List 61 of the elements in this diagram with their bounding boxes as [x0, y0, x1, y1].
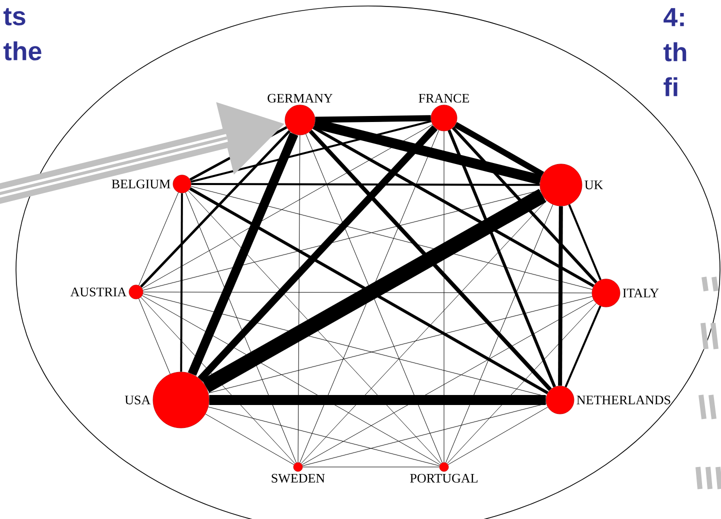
edge-line — [142, 292, 592, 294]
edge-line — [454, 122, 544, 178]
country-node: FRANCE — [418, 94, 469, 132]
node-label: NETHERLANDS — [576, 396, 670, 404]
edge-line — [564, 306, 602, 388]
edge-line — [568, 204, 602, 280]
edge-line — [191, 183, 540, 186]
edge-line — [300, 200, 547, 464]
edge-line — [138, 192, 179, 286]
edge-line — [208, 406, 440, 466]
edge-line — [190, 186, 592, 290]
edge-line — [142, 295, 440, 465]
edge-line — [558, 206, 563, 386]
heading-text: ts the — [4, 8, 42, 60]
edge-line — [198, 125, 438, 382]
node-label: GERMANY — [268, 94, 333, 103]
node-label: PORTUGAL — [410, 474, 478, 483]
edge-line — [185, 192, 296, 463]
edge-line — [209, 394, 546, 405]
node-label: AUSTRIA — [70, 288, 127, 296]
country-node: PORTUGAL — [410, 462, 478, 483]
edge-line — [188, 132, 298, 376]
edge-line — [180, 193, 183, 372]
node-label: ITALY — [622, 288, 659, 298]
country-node: UK — [540, 164, 604, 206]
country-node: BELGIUM — [112, 174, 192, 194]
edge-line — [308, 130, 552, 391]
node-label: BELGIUM — [112, 180, 170, 188]
edge-line — [142, 190, 541, 290]
edge-line — [190, 120, 432, 183]
edge-line — [142, 124, 433, 289]
node-label: UK — [584, 180, 604, 190]
edge-line — [448, 406, 548, 465]
edge-line — [142, 294, 546, 397]
edge-line — [302, 466, 440, 468]
country-node: AUSTRIA — [70, 284, 144, 300]
edge-line — [208, 296, 592, 394]
edge-line — [140, 297, 296, 464]
edge-line — [314, 118, 542, 185]
country-node: NETHERLANDS — [546, 386, 670, 414]
country-node: GERMANY — [268, 94, 333, 136]
edge-line — [298, 134, 300, 463]
country-node: ITALY — [592, 278, 659, 308]
edge-line — [446, 204, 554, 463]
edge-line — [452, 126, 598, 284]
node-label: FRANCE — [418, 94, 469, 103]
node-label: SWEDEN — [272, 474, 325, 483]
edge-line — [140, 130, 290, 288]
edge-line — [205, 414, 294, 465]
edge-line — [188, 190, 442, 464]
country-node: SWEDEN — [272, 462, 325, 483]
country-node: USA — [124, 372, 210, 428]
node-label: USA — [124, 396, 151, 404]
edge-line — [138, 298, 170, 374]
edge-line — [312, 126, 594, 288]
edge-line — [446, 303, 597, 464]
heading-text: 4: th fi — [664, 8, 686, 96]
edge-line — [448, 130, 556, 388]
edge-line — [315, 115, 431, 123]
edge-line — [302, 403, 546, 466]
edge-line — [302, 300, 594, 465]
